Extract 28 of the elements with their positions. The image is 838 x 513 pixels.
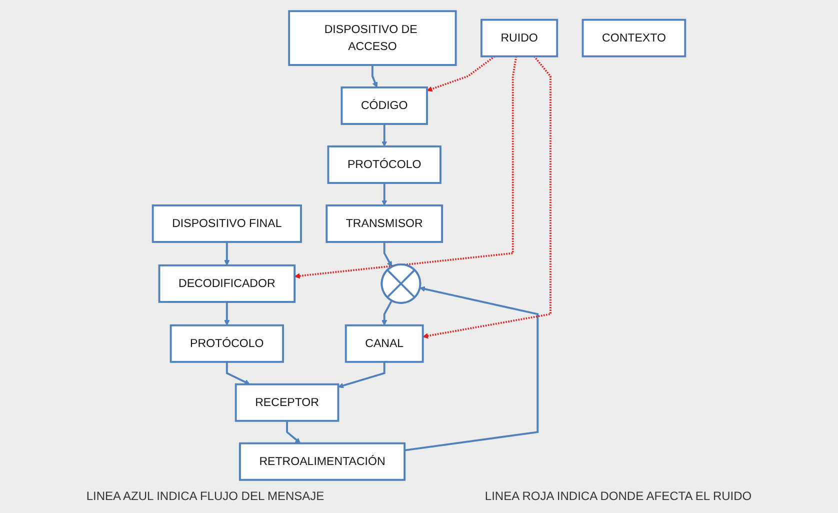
note-text: LINEA AZUL INDICA FLUJO DEL MENSAJE — [86, 489, 324, 503]
node-box: DISPOSITIVO DE ACCESO — [288, 10, 457, 66]
arrow — [382, 300, 393, 326]
node-box: CÓDIGO — [340, 86, 428, 125]
arrow — [224, 242, 230, 266]
arrow — [426, 56, 496, 92]
node-box: RETROALIMENTACIÓN — [239, 442, 406, 481]
node-box: DECODIFICADOR — [158, 264, 296, 303]
node-box: DISPOSITIVO FINAL — [152, 204, 302, 243]
arrow — [371, 65, 378, 88]
node-box: PROTÓCOLO — [327, 145, 442, 184]
arrow — [383, 242, 392, 268]
arrow — [382, 124, 388, 147]
note-text: LINEA ROJA INDICA DONDE AFECTA EL RUIDO — [484, 489, 752, 503]
arrow — [404, 286, 539, 452]
arrow — [226, 362, 250, 385]
node-box: CONTEXTO — [582, 18, 686, 58]
node-box: CANAL — [344, 324, 424, 363]
arrow — [294, 56, 518, 279]
node-box: RUIDO — [480, 18, 558, 58]
node-box: TRANSMISOR — [326, 204, 444, 243]
arrow — [422, 56, 552, 339]
arrow — [224, 302, 230, 326]
arrow — [338, 362, 386, 388]
arrow — [382, 182, 388, 206]
node-box: RECEPTOR — [234, 383, 340, 422]
arrow — [286, 420, 301, 444]
node-box: PROTÓCOLO — [170, 324, 284, 363]
